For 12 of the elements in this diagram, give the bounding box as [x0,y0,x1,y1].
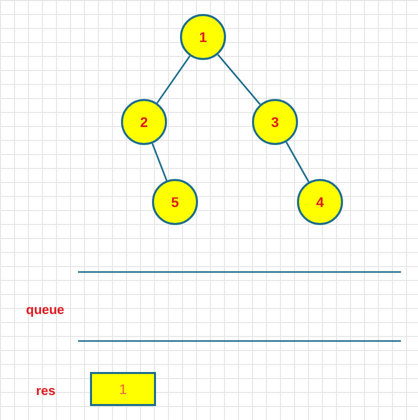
tree-node: 3 [252,99,298,145]
tree-edge [152,143,168,181]
tree-node: 2 [121,99,167,145]
result-box: 1 [90,372,156,406]
row-label: res [36,383,56,398]
tree-edge [156,55,191,104]
tree-node: 1 [180,14,226,60]
tree-edge [286,142,310,182]
tree-edge [217,54,261,105]
row-label: queue [26,302,64,317]
tree-node: 5 [152,179,198,225]
tree-node: 4 [297,179,343,225]
